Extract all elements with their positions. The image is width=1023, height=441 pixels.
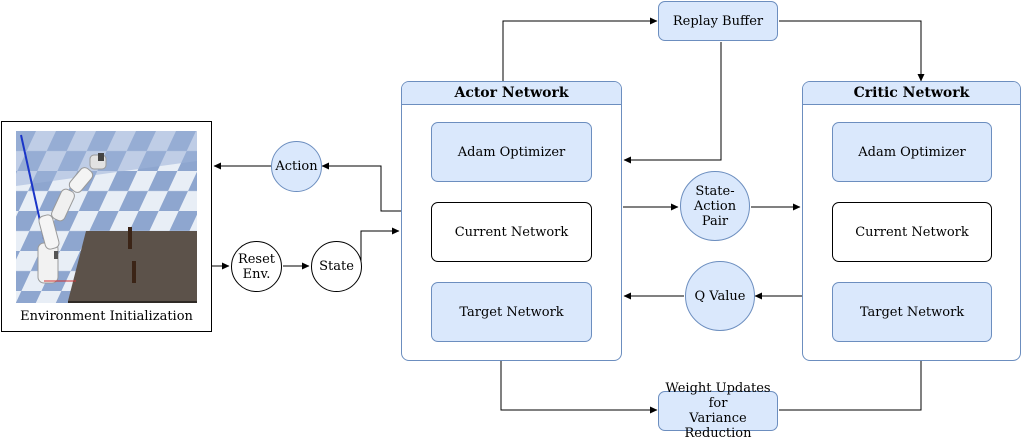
state-action-pair-line1: State- — [695, 183, 735, 199]
environment-panel: Environment Initialization — [1, 121, 212, 332]
arrow-actor-to-action — [321, 162, 401, 212]
critic-target-network: Target Network — [832, 282, 992, 342]
arrow-state-to-actor — [360, 227, 400, 266]
critic-network-title: Critic Network — [803, 82, 1020, 105]
actor-current-network-label: Current Network — [454, 224, 569, 240]
critic-current-network-label: Current Network — [855, 224, 969, 240]
actor-target-network: Target Network — [431, 282, 592, 342]
actor-network-panel: Actor Network Adam Optimizer Current Net… — [401, 81, 622, 361]
weight-updates-line2: Variance Reduction — [684, 411, 752, 441]
actor-network-title: Actor Network — [402, 82, 621, 105]
action-label: Action — [275, 159, 318, 174]
weight-updates-line1: Weight Updates for — [665, 381, 771, 411]
reset-env-label-line1: Reset — [237, 251, 276, 267]
q-value-label: Q Value — [694, 288, 746, 304]
arrow-replay-buffer-to-actor-adam — [623, 42, 722, 164]
robot-arm-simulation-image — [16, 131, 197, 303]
critic-adam-optimizer: Adam Optimizer — [832, 122, 992, 182]
state-action-pair-node: State- Action Pair — [680, 171, 750, 241]
state-label: State — [319, 259, 354, 274]
reset-env-node: Reset Env. — [231, 241, 282, 292]
arrow-actor-to-replay-buffer — [502, 17, 658, 81]
actor-adam-optimizer: Adam Optimizer — [431, 122, 592, 182]
critic-adam-optimizer-label: Adam Optimizer — [858, 144, 966, 160]
state-node: State — [311, 241, 362, 292]
critic-current-network: Current Network — [832, 202, 992, 262]
arrow-weight-updates-to-critic-target — [779, 341, 925, 411]
reset-env-label-line2: Env. — [242, 266, 271, 282]
actor-current-network: Current Network — [431, 202, 592, 262]
critic-target-network-label: Target Network — [859, 304, 965, 320]
weight-updates-box: Weight Updates for Variance Reduction — [658, 381, 778, 441]
actor-target-network-label: Target Network — [459, 304, 564, 320]
q-value-node: Q Value — [685, 261, 755, 331]
actor-adam-optimizer-label: Adam Optimizer — [457, 144, 566, 160]
action-node: Action — [271, 141, 322, 192]
critic-network-panel: Critic Network Adam Optimizer Current Ne… — [802, 81, 1021, 361]
arrow-replay-buffer-to-critic — [779, 20, 925, 82]
state-action-pair-line2: Action Pair — [693, 198, 737, 229]
replay-buffer-label: Replay Buffer — [672, 13, 764, 29]
arrow-actor-target-to-weight-updates — [500, 342, 658, 414]
replay-buffer-box: Replay Buffer — [658, 1, 778, 41]
environment-caption: Environment Initialization — [20, 309, 193, 324]
